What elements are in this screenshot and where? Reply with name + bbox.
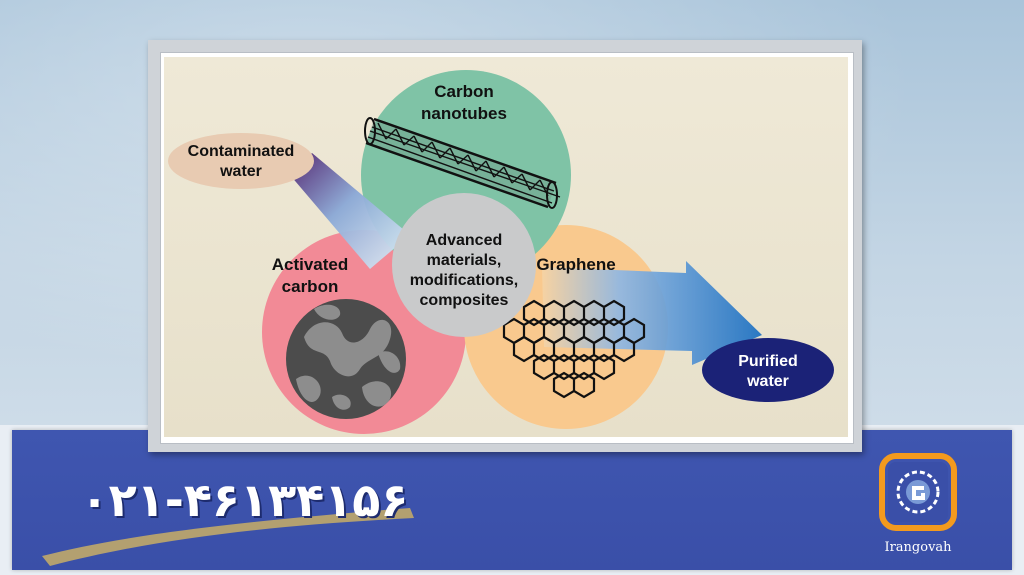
center-label-line2: materials, xyxy=(427,252,502,269)
purified-water-oval xyxy=(702,338,834,402)
center-label-line3: modifications, xyxy=(410,272,518,289)
contaminated-label-line1: Contaminated xyxy=(188,143,295,160)
swoosh-decoration xyxy=(42,508,414,566)
logo-name: Irangovah xyxy=(884,540,952,555)
outflow-arrow xyxy=(542,261,762,365)
inflow-arrow xyxy=(290,153,410,269)
purified-label-line2: water xyxy=(746,373,789,390)
center-label-line1: Advanced xyxy=(426,232,502,249)
purified-label-line1: Purified xyxy=(738,353,798,370)
center-label-line4: composites xyxy=(420,292,509,309)
contaminated-water-oval xyxy=(168,133,314,189)
materials-diagram: Carbon nanotubes Contaminated water Acti… xyxy=(164,57,848,437)
phone-number[interactable]: ۰۲۱-۴۶۱۳۴۱۵۶ xyxy=(80,473,409,527)
nanotubes-label-line1: Carbon xyxy=(434,82,494,101)
nanotube-illustration xyxy=(364,117,561,209)
center-circle xyxy=(392,193,536,337)
activated-carbon-texture xyxy=(286,299,406,419)
activated-label-line2: carbon xyxy=(282,277,339,296)
contact-banner xyxy=(12,430,1012,570)
irangovah-logo-icon xyxy=(879,453,957,531)
nanotubes-label-line2: nanotubes xyxy=(421,104,507,123)
graphene-honeycomb xyxy=(502,299,646,399)
contaminated-label-line2: water xyxy=(219,163,262,180)
activated-label-line1: Activated xyxy=(272,255,349,274)
graphene-label: Graphene xyxy=(536,255,615,274)
